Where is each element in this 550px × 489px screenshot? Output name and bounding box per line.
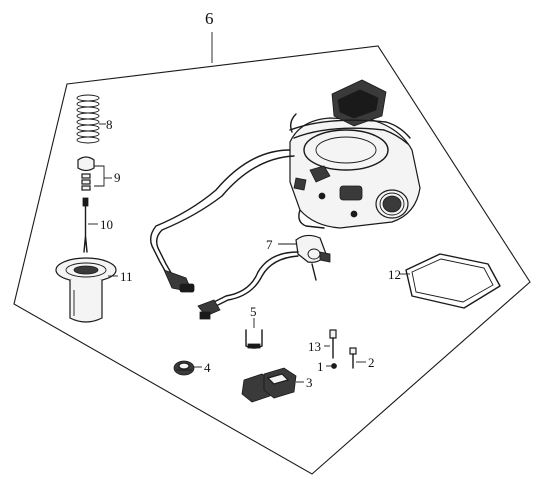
- callout-9: 9: [114, 170, 121, 185]
- carburetor-body: [289, 79, 421, 229]
- callout-3: 3: [306, 375, 313, 390]
- callout-5: 5: [250, 304, 257, 319]
- callout-2: 2: [368, 355, 375, 370]
- screw-13-part: [329, 329, 337, 359]
- clip-part: [245, 329, 263, 349]
- diaphragm-piston-part: [55, 257, 117, 323]
- callout-8: 8: [106, 117, 113, 132]
- screw-2-part: [349, 347, 357, 369]
- gasket-part: [405, 253, 501, 309]
- auto-choke-part: [197, 234, 331, 320]
- callout-11: 11: [120, 269, 133, 284]
- callout-13: 13: [308, 339, 321, 354]
- leader-9: [94, 165, 105, 187]
- callout-10: 10: [100, 217, 113, 232]
- jet-needle-part: [82, 197, 89, 253]
- pin-1-part: [331, 363, 337, 369]
- callout-1: 1: [317, 359, 324, 374]
- callout-6: 6: [205, 9, 214, 28]
- needle-retainer-part: [77, 156, 95, 191]
- spring-part: [76, 94, 100, 144]
- wire-harness: [149, 119, 411, 293]
- assembly-boundary: [13, 45, 531, 475]
- callout-7: 7: [266, 237, 273, 252]
- rubber-block-part: [241, 367, 297, 403]
- callout-12: 12: [388, 267, 401, 282]
- cap-nut-part: [173, 360, 195, 376]
- callout-4: 4: [204, 360, 211, 375]
